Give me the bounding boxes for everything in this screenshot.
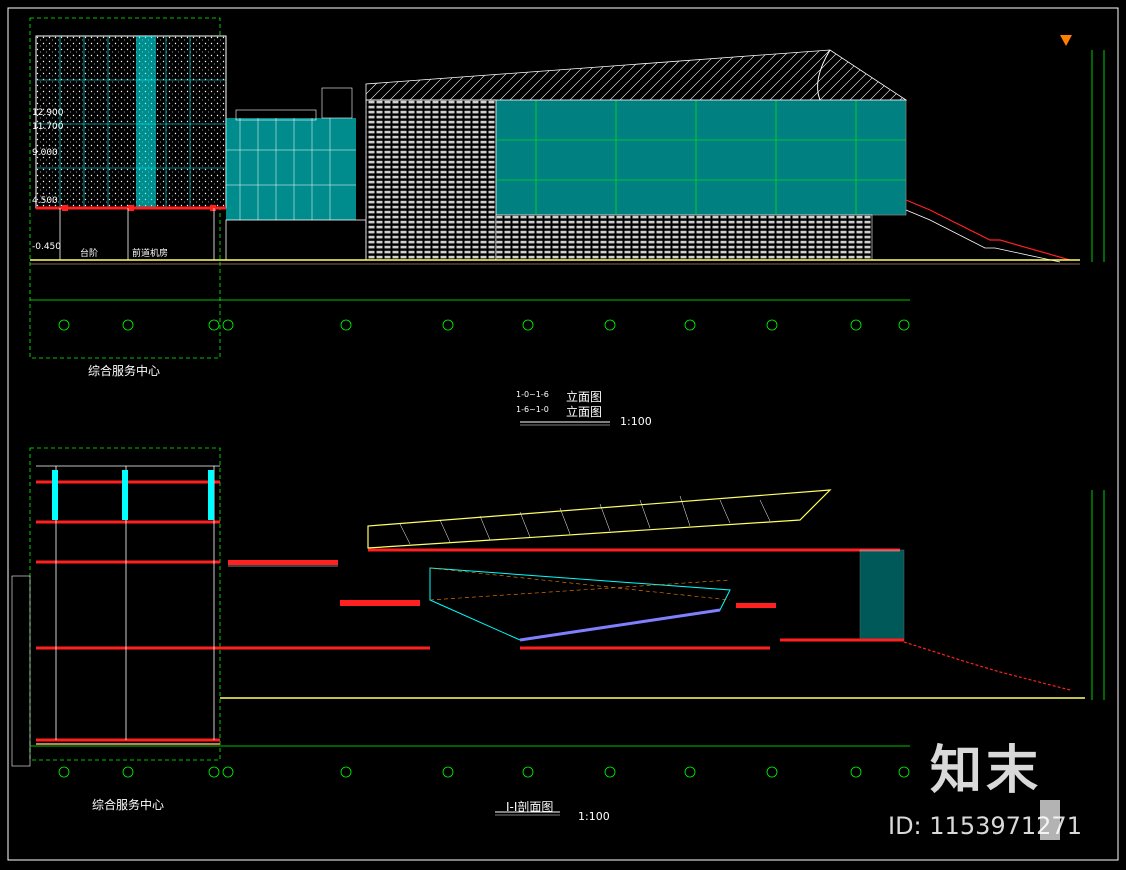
elevation-level-label: -0.450 — [32, 242, 62, 252]
watermark-id: ID: 1153971271 — [888, 812, 1082, 840]
elevation-grid-tag: 1-6~1-0 — [516, 405, 549, 414]
elevation-left-label: 综合服务中心 — [88, 364, 161, 378]
ground-label: 台阶 — [80, 249, 99, 259]
elevation-view — [29, 17, 1105, 426]
section-title: I-I剖面图 — [506, 800, 554, 814]
section-scale: 1:100 — [578, 810, 610, 823]
elevation-title: 立面图 — [566, 390, 603, 404]
elevation-level-label: 9.000 — [32, 148, 58, 158]
elevation-scale: 1:100 — [620, 415, 652, 428]
elevation-grid-tag: 1-0~1-6 — [516, 390, 549, 399]
elevation-title-2: 立面图 — [566, 405, 603, 419]
section-left-label: 综合服务中心 — [92, 798, 165, 812]
section-view — [11, 447, 1105, 840]
elevation-level-label: 11.700 — [32, 122, 64, 132]
ground-label: 前道机房 — [132, 249, 169, 259]
brand-watermark: 知末 — [930, 741, 1043, 801]
elevation-level-label: 12.900 — [32, 108, 64, 118]
elevation-level-label: 4.500 — [32, 196, 58, 206]
